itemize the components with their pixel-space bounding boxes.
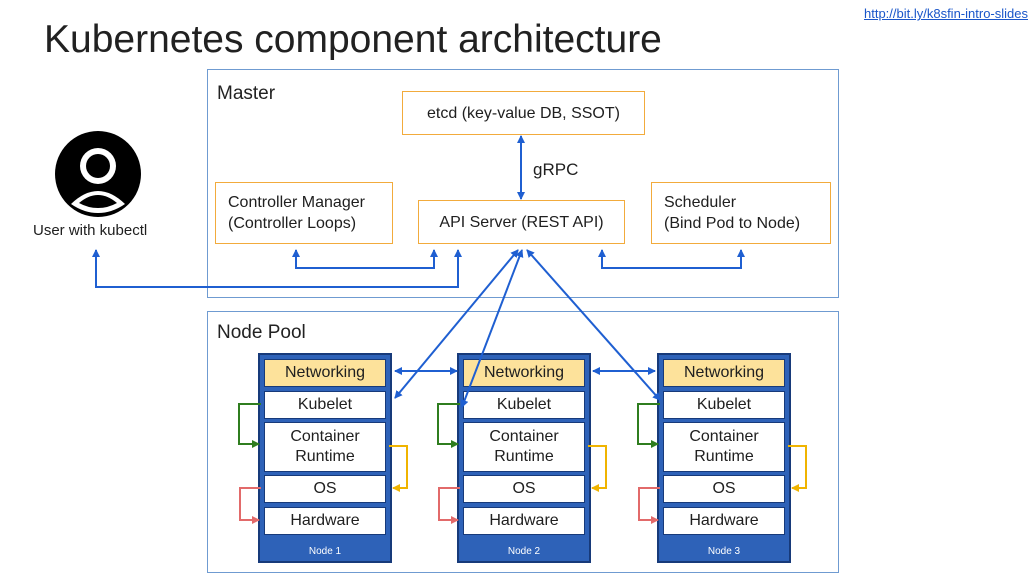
api-kubelet1-connector	[394, 249, 519, 399]
container-runtime-line2: Runtime	[295, 448, 355, 465]
runtime-os-loop-node1	[389, 445, 408, 492]
hardware-layer: Hardware	[463, 507, 585, 535]
node-label: Node 1	[308, 546, 342, 557]
container-runtime-line1: Container	[689, 428, 759, 445]
scheduler-title: Scheduler	[664, 194, 737, 211]
kubelet-layer: Kubelet	[264, 391, 386, 419]
runtime-os-loop-node2	[588, 445, 607, 492]
os-layer: OS	[463, 475, 585, 503]
node-label: Node 3	[707, 546, 741, 557]
api-kubelet2-connector	[460, 249, 524, 408]
api-server-box: API Server (REST API)	[418, 200, 625, 244]
master-label: Master	[217, 83, 276, 104]
os-hardware-loop-node1	[239, 487, 261, 524]
node-label: Node 2	[507, 546, 541, 557]
scheduler-subtitle: (Bind Pod to Node)	[664, 215, 801, 232]
runtime-os-loop-node3	[788, 445, 807, 492]
scheduler-api-connector	[598, 249, 745, 269]
etcd-box: etcd (key-value DB, SSOT)	[402, 91, 645, 135]
container-runtime-line2: Runtime	[694, 448, 754, 465]
node-3: Networking Kubelet Container Runtime OS …	[657, 353, 791, 563]
os-hardware-loop-node3	[638, 487, 660, 524]
hardware-layer: Hardware	[663, 507, 785, 535]
kubelet-runtime-loop-node1	[238, 403, 261, 448]
networking-layer: Networking	[264, 359, 386, 387]
controller-api-connector	[292, 249, 438, 269]
user-label: User with kubectl	[33, 222, 148, 239]
container-runtime-line1: Container	[489, 428, 559, 445]
kubelet-runtime-loop-node3	[637, 403, 660, 448]
node-1: Networking Kubelet Container Runtime OS …	[258, 353, 392, 563]
networking-layer: Networking	[663, 359, 785, 387]
slides-link[interactable]: http://bit.ly/k8sfin-intro-slides	[863, 6, 1028, 21]
controller-manager-title: Controller Manager	[228, 194, 365, 211]
os-layer: OS	[264, 475, 386, 503]
node-pool-label: Node Pool	[217, 322, 306, 343]
api-server-label: API Server (REST API)	[439, 213, 604, 231]
container-runtime-line2: Runtime	[494, 448, 554, 465]
scheduler-box: Scheduler (Bind Pod to Node)	[651, 182, 831, 244]
container-runtime-layer: Container Runtime	[264, 422, 386, 472]
grpc-label: gRPC	[533, 160, 579, 179]
kubelet-layer: Kubelet	[663, 391, 785, 419]
page-title: Kubernetes component architecture	[44, 18, 662, 61]
os-hardware-loop-node2	[438, 487, 460, 524]
etcd-label: etcd (key-value DB, SSOT)	[427, 104, 620, 122]
controller-manager-subtitle: (Controller Loops)	[228, 215, 357, 232]
hardware-layer: Hardware	[264, 507, 386, 535]
user-avatar-icon	[55, 131, 141, 217]
api-kubelet3-connector	[526, 249, 661, 401]
controller-manager-box: Controller Manager (Controller Loops)	[215, 182, 393, 244]
container-runtime-layer: Container Runtime	[463, 422, 585, 472]
os-layer: OS	[663, 475, 785, 503]
kubelet-runtime-loop-node2	[437, 403, 460, 448]
container-runtime-layer: Container Runtime	[663, 422, 785, 472]
container-runtime-line1: Container	[290, 428, 360, 445]
